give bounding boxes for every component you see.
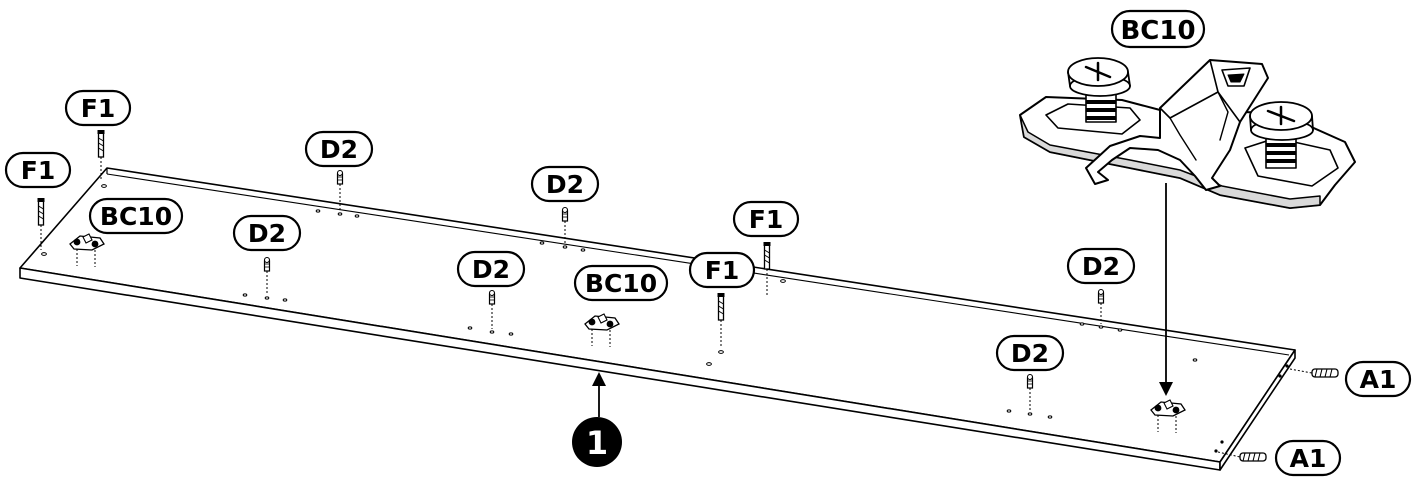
label-d2-e: D2: [1066, 247, 1136, 285]
svg-text:F1: F1: [21, 156, 55, 185]
cam-bolt-d2-e: [1097, 288, 1105, 324]
panel-number-badge: 1: [572, 417, 622, 467]
label-a1-b: A1: [1274, 439, 1342, 477]
svg-text:1: 1: [586, 424, 608, 462]
svg-text:D2: D2: [320, 135, 358, 164]
svg-text:F1: F1: [749, 205, 783, 234]
panel-holes: [41, 184, 1198, 419]
svg-text:BC10: BC10: [1120, 16, 1195, 46]
arrow-detail-to-hinge: [1159, 183, 1173, 396]
label-f1-a: F1: [64, 89, 132, 127]
screw-f1-d: [716, 292, 726, 348]
svg-text:D2: D2: [1082, 252, 1120, 281]
label-d2-c: D2: [530, 165, 600, 203]
dowel-a1-a: [1289, 368, 1339, 378]
label-d2-b: D2: [232, 214, 302, 252]
svg-text:F1: F1: [81, 94, 115, 123]
cam-bolt-d2-a: [336, 169, 344, 210]
hinge-plate-detail-icon: [1019, 57, 1356, 209]
svg-text:BC10: BC10: [585, 269, 657, 298]
label-d2-d: D2: [456, 250, 526, 288]
svg-text:BC10: BC10: [100, 202, 172, 231]
svg-text:F1: F1: [705, 256, 739, 285]
svg-text:D2: D2: [472, 255, 510, 284]
screw-f1-b: [36, 197, 46, 250]
label-a1-a: A1: [1344, 360, 1412, 398]
label-d2-f: D2: [995, 334, 1065, 372]
label-f1-d: F1: [688, 251, 756, 289]
label-f1-c: F1: [732, 200, 800, 238]
svg-text:D2: D2: [1011, 339, 1049, 368]
screw-f1-c: [762, 241, 772, 296]
cam-bolt-d2-d: [488, 289, 496, 329]
label-d2-a: D2: [304, 130, 374, 168]
cam-bolt-d2-b: [263, 256, 271, 295]
svg-text:A1: A1: [1360, 365, 1397, 394]
label-bc10-a: BC10: [88, 197, 184, 235]
panel-1: [19, 167, 1296, 471]
svg-text:D2: D2: [248, 219, 286, 248]
label-f1-b: F1: [4, 151, 72, 189]
svg-text:D2: D2: [546, 170, 584, 199]
label-bc10-b: BC10: [573, 264, 669, 302]
svg-text:A1: A1: [1290, 444, 1327, 473]
label-bc10-detail: BC10: [1110, 9, 1206, 49]
arrow-to-panel: [592, 372, 606, 417]
